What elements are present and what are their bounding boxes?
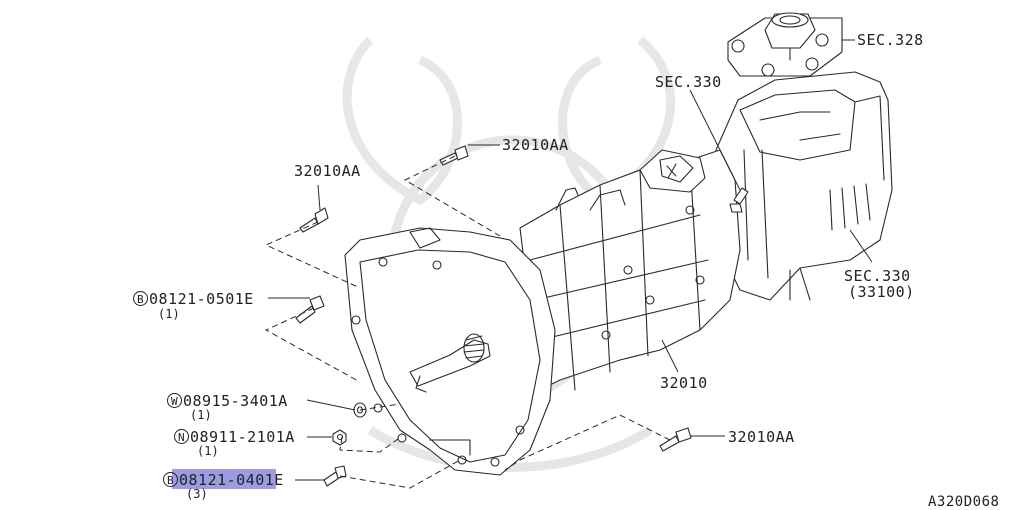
label-sec330-sub: (33100)	[848, 283, 915, 301]
breather-tube	[555, 187, 579, 211]
shifter-mount	[639, 149, 706, 193]
qty-08915-3401a: (1)	[190, 408, 212, 422]
diagram-code: A320D068	[928, 494, 1000, 510]
label-32010aa-left[interactable]: 32010AA	[294, 162, 361, 180]
label-sec328[interactable]: SEC.328	[857, 31, 924, 49]
nut-badge-icon: N	[174, 429, 189, 444]
bolt-32010aa-bottom	[659, 427, 692, 452]
bolt-badge-icon: B	[163, 472, 178, 487]
leader-lines	[268, 39, 873, 481]
transmission-main-case	[519, 149, 741, 391]
label-32010aa-bottom[interactable]: 32010AA	[728, 428, 795, 446]
bolt-08121-0401e	[323, 465, 347, 487]
bolt-sec330	[729, 187, 749, 213]
bolt-32010aa-top	[439, 145, 469, 166]
washer-badge-icon: W	[167, 393, 182, 408]
assembly-guide-lines	[264, 155, 671, 489]
label-sec330-top[interactable]: SEC.330	[655, 73, 722, 91]
label-sec330-right[interactable]: SEC.330	[844, 267, 911, 285]
rear-cover-plate	[727, 12, 843, 77]
label-32010aa-top[interactable]: 32010AA	[502, 136, 569, 154]
qty-08121-0501e: (1)	[158, 307, 180, 321]
qty-08121-0401e: (3)	[186, 487, 208, 501]
nut-08911-2101a	[332, 429, 347, 446]
extension-housing	[707, 71, 893, 301]
qty-08911-2101a: (1)	[197, 444, 219, 458]
label-32010[interactable]: 32010	[660, 374, 708, 392]
input-shaft	[409, 333, 491, 393]
bolt-badge-icon: B	[133, 291, 148, 306]
bell-housing	[344, 227, 556, 476]
selected-part-highlight	[172, 469, 276, 489]
